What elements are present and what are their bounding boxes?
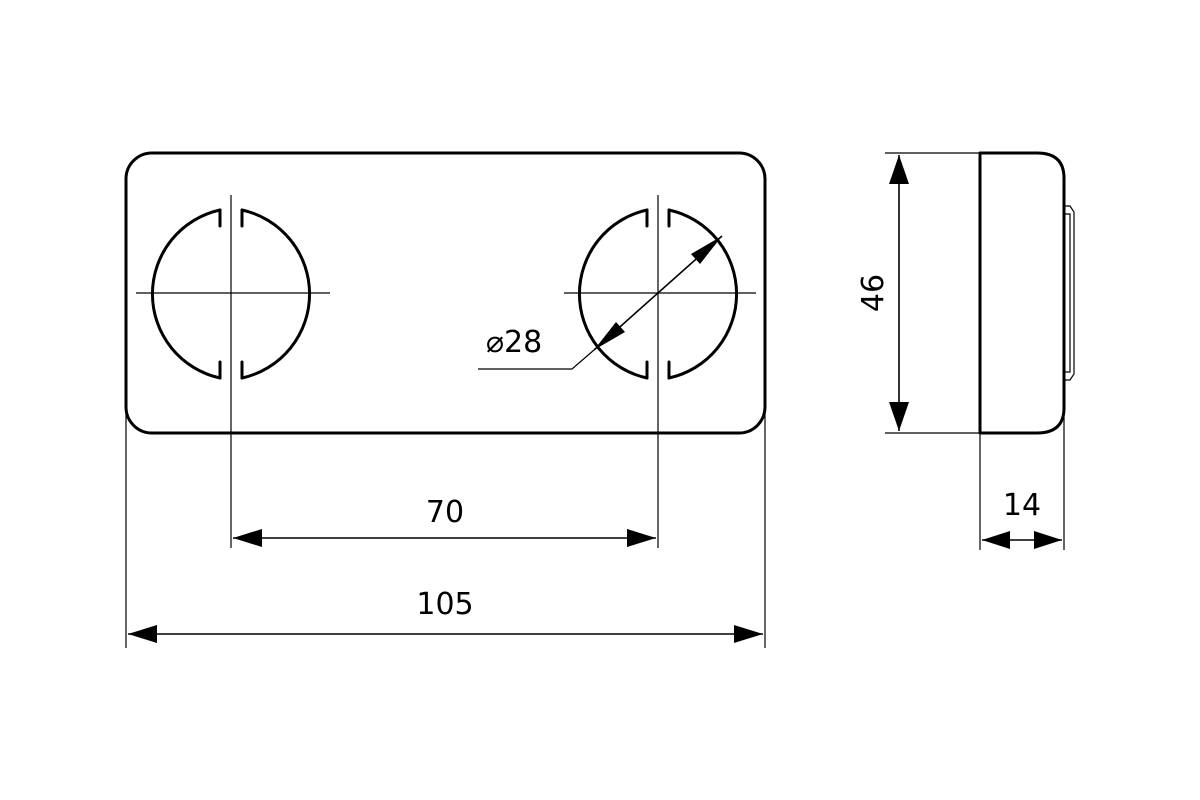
diameter-label: ⌀28	[486, 325, 542, 360]
left-hole-right-half	[240, 208, 311, 380]
hole-spacing-label: 70	[426, 495, 464, 530]
front-view-plate-outline	[124, 151, 767, 435]
left-hole-left-half	[151, 208, 222, 380]
side-view-body-outline	[978, 151, 1066, 435]
thickness-arrow-right	[1034, 531, 1062, 549]
thickness-dimension: 14	[979, 408, 1065, 550]
overall-width-dimension: 105	[125, 405, 766, 648]
side-view: 46 14	[856, 151, 1075, 550]
diameter-arrow-lower	[594, 322, 625, 350]
hole-spacing-dimension: 70	[233, 495, 656, 547]
diameter-arrow-upper	[691, 236, 722, 264]
overall-width-label: 105	[416, 587, 473, 622]
thickness-label: 14	[1003, 488, 1041, 523]
front-view: ⌀28 70 105	[124, 151, 767, 648]
right-hole-right-half	[667, 208, 738, 380]
diameter-leader-line	[478, 349, 595, 370]
hole-spacing-arrow-right	[627, 529, 656, 547]
left-hole	[136, 195, 330, 548]
height-arrow-bottom	[889, 402, 909, 431]
side-view-boss-inner	[1064, 213, 1071, 373]
height-arrow-top	[889, 155, 909, 184]
side-view-boss	[1064, 205, 1075, 381]
height-label: 46	[856, 274, 891, 312]
right-hole-left-half	[578, 208, 649, 380]
overall-width-arrow-left	[128, 625, 157, 643]
diameter-dimension: ⌀28	[478, 235, 723, 370]
height-dimension: 46	[856, 152, 980, 434]
thickness-arrow-left	[982, 531, 1010, 549]
right-hole	[564, 195, 756, 548]
hole-spacing-arrow-left	[233, 529, 262, 547]
overall-width-arrow-right	[734, 625, 763, 643]
